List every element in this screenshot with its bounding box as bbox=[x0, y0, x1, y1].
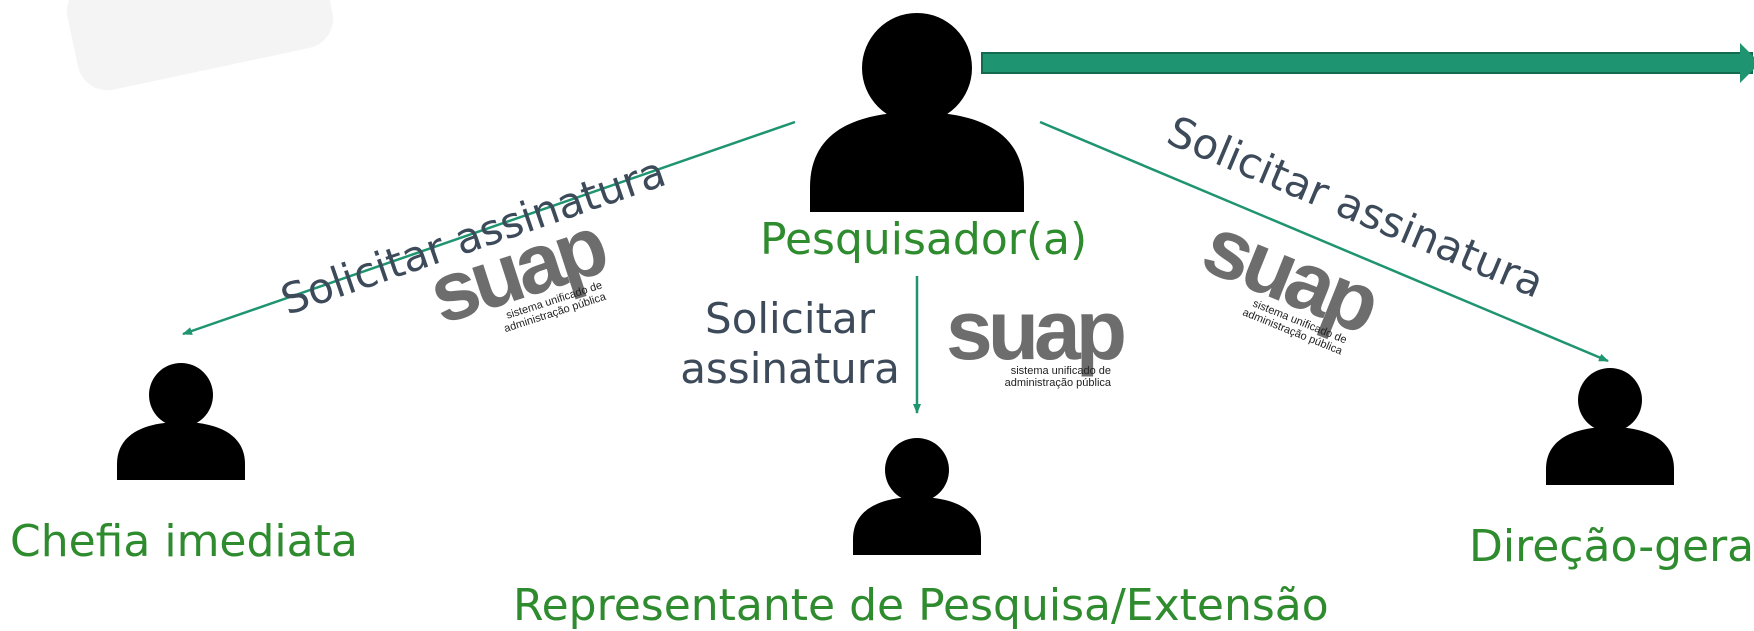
suap-logo-tagline-1: sistema unificado de bbox=[1010, 365, 1111, 377]
person-icon bbox=[1546, 368, 1674, 485]
role-label-representative: Representante de Pesquisa/Extensão bbox=[513, 580, 1329, 631]
action-label-center-line2: assinatura bbox=[680, 344, 900, 393]
suap-logo-tagline-2: administração pública bbox=[1004, 377, 1111, 389]
role-label-chief: Chefia imediata bbox=[10, 516, 358, 567]
arrow-to-direction bbox=[1039, 120, 1609, 363]
person-icon bbox=[853, 438, 981, 555]
main-flow-arrow-head bbox=[1740, 43, 1754, 83]
role-label-researcher: Pesquisador(a) bbox=[760, 214, 1088, 265]
action-label-center-line1: Solicitar bbox=[705, 294, 875, 343]
suap-logo-center: suap sistema unificado de administração … bbox=[946, 283, 1127, 389]
person-icon bbox=[810, 13, 1024, 212]
person-icon bbox=[117, 363, 245, 480]
role-label-direction: Direção-geral bbox=[1469, 521, 1754, 572]
main-flow-arrow-shaft bbox=[981, 52, 1753, 74]
arrow-to-chief bbox=[182, 120, 796, 336]
action-label-center: Solicitar assinatura bbox=[675, 294, 905, 394]
suap-logo-word: suap bbox=[946, 283, 1127, 377]
